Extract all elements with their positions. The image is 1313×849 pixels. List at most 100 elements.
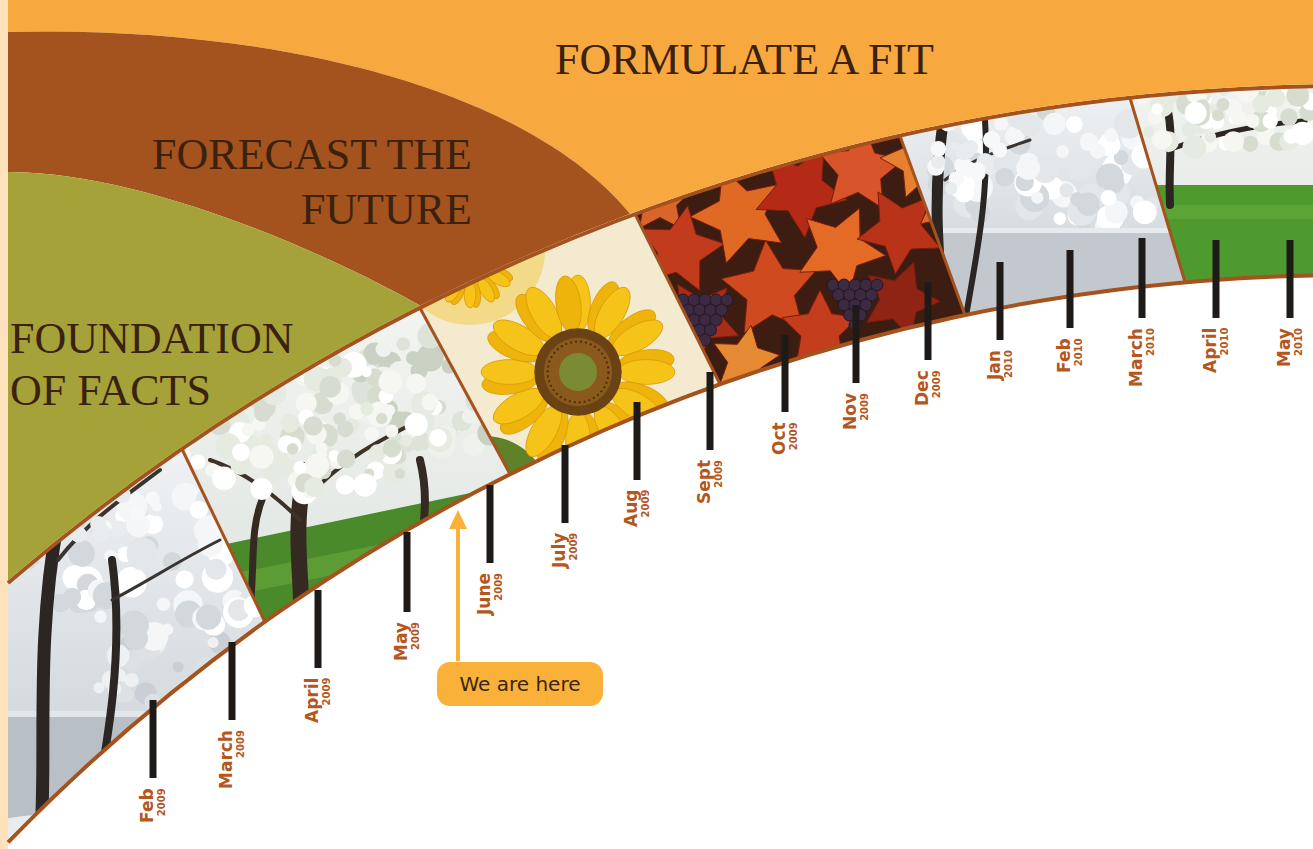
distant-frosty-trees [206, 683, 223, 700]
timeline-tick [1139, 238, 1146, 318]
frosted-trees [1102, 172, 1124, 194]
month-label: Feb [139, 788, 156, 823]
timeline-tick [229, 642, 236, 720]
month-label: Feb [1056, 338, 1073, 373]
white-blossom [293, 461, 306, 474]
year-label: 2009 [321, 678, 333, 723]
white-blossom [1252, 95, 1270, 113]
frost-on-branches [110, 521, 127, 538]
callout-box: We are here [437, 662, 603, 706]
timeline-label: May2010 [1276, 328, 1305, 367]
timeline-tick [782, 335, 789, 412]
month-label: Nov [842, 393, 859, 430]
white-blossom [212, 467, 236, 491]
white-blossom [1242, 136, 1258, 152]
frosted-branches [161, 623, 173, 635]
distant-frosty-trees [270, 669, 292, 691]
timeline-label: Oct2009 [771, 422, 800, 455]
white-blossom [281, 414, 300, 433]
timeline-tick [1213, 240, 1220, 318]
distant-frosty-trees [93, 682, 104, 693]
phase-title: FORMULATE A FIT [555, 32, 995, 87]
timeline-tick [707, 372, 714, 450]
month-label: March [1128, 328, 1145, 387]
frost-on-branches [945, 182, 957, 194]
distant-frosty-trees [271, 662, 290, 681]
distant-frosty-trees [125, 673, 139, 687]
white-blossom [1152, 129, 1172, 149]
frosted-trees [1016, 156, 1040, 180]
frost-on-branches [969, 162, 986, 179]
white-blossom [383, 439, 401, 457]
white-blossom [395, 468, 405, 478]
frosted-branches [176, 570, 194, 588]
timeline-tick [404, 532, 411, 612]
blossom-tree-back [376, 341, 392, 357]
callout-arrow-head [449, 510, 467, 529]
frosted-trees [1056, 145, 1069, 158]
timeline-label: Feb2010 [1056, 338, 1085, 373]
white-blossom [304, 477, 324, 497]
year-label: 2010 [1073, 338, 1085, 373]
distant-frosty-trees [291, 642, 313, 664]
grass-highlight [150, 505, 580, 612]
month-label: July [551, 533, 568, 568]
band-shape-group [8, 172, 420, 581]
white-blossom [1185, 102, 1207, 124]
year-label: 2010 [1293, 328, 1305, 367]
month-label: Jan [986, 350, 1003, 380]
timeline-label: July2009 [551, 533, 580, 568]
timeline-label: April2009 [304, 678, 333, 723]
white-blossom [360, 402, 373, 415]
tree-branch [210, 460, 300, 520]
white-blossom [1212, 109, 1224, 121]
green-grass [1100, 185, 1313, 325]
frosted-trees [1059, 183, 1073, 197]
timeline-label: Sept2009 [696, 460, 725, 504]
white-blossom [383, 460, 407, 484]
distant-frosty-trees [239, 670, 260, 691]
distant-frosty-trees [208, 669, 226, 687]
white-blossom [304, 416, 323, 435]
frosted-branches [190, 501, 208, 519]
frosted-trees [1080, 133, 1099, 152]
distant-frosty-trees [256, 649, 268, 661]
frosted-trees [1043, 113, 1065, 135]
distant-frosty-trees [275, 639, 296, 660]
month-label: Oct [771, 422, 788, 455]
distant-frosty-trees [173, 661, 184, 672]
frosted-branches [124, 626, 148, 650]
month-label: April [1202, 328, 1219, 373]
frosted-branches [127, 538, 158, 569]
white-blossom [364, 427, 379, 442]
frost-on-branches [129, 508, 143, 522]
white-blossom [1143, 126, 1155, 138]
phase-title: FOUNDATION OF FACTS [10, 313, 330, 417]
snowy-shore [0, 711, 330, 717]
white-blossom [361, 366, 372, 377]
distant-frosty-trees [189, 696, 201, 708]
white-blossom [1291, 122, 1313, 145]
white-blossom [1231, 110, 1246, 125]
white-blossom [405, 413, 428, 436]
timeline-label: May2009 [393, 622, 422, 661]
frosted-branches [196, 605, 221, 630]
timeline-label: Nov2009 [842, 393, 871, 430]
white-blossom [406, 374, 426, 394]
frosted-trees [1054, 212, 1067, 225]
photo-divider [1130, 98, 1185, 282]
month-label: March [218, 730, 235, 789]
snowy-shore [870, 228, 1210, 233]
frosted-trees [1065, 151, 1094, 180]
year-label: 2009 [410, 622, 422, 661]
frosted-trees [1019, 114, 1041, 136]
timeline-tick [487, 485, 494, 563]
sunflower-center [559, 353, 597, 391]
timeline-tick [997, 262, 1004, 340]
distant-frosty-trees [272, 678, 288, 694]
month-label: Sept [696, 460, 713, 504]
sunflower-petal [552, 274, 584, 334]
frosted-trees [995, 168, 1014, 187]
timeline-tick [562, 445, 569, 523]
